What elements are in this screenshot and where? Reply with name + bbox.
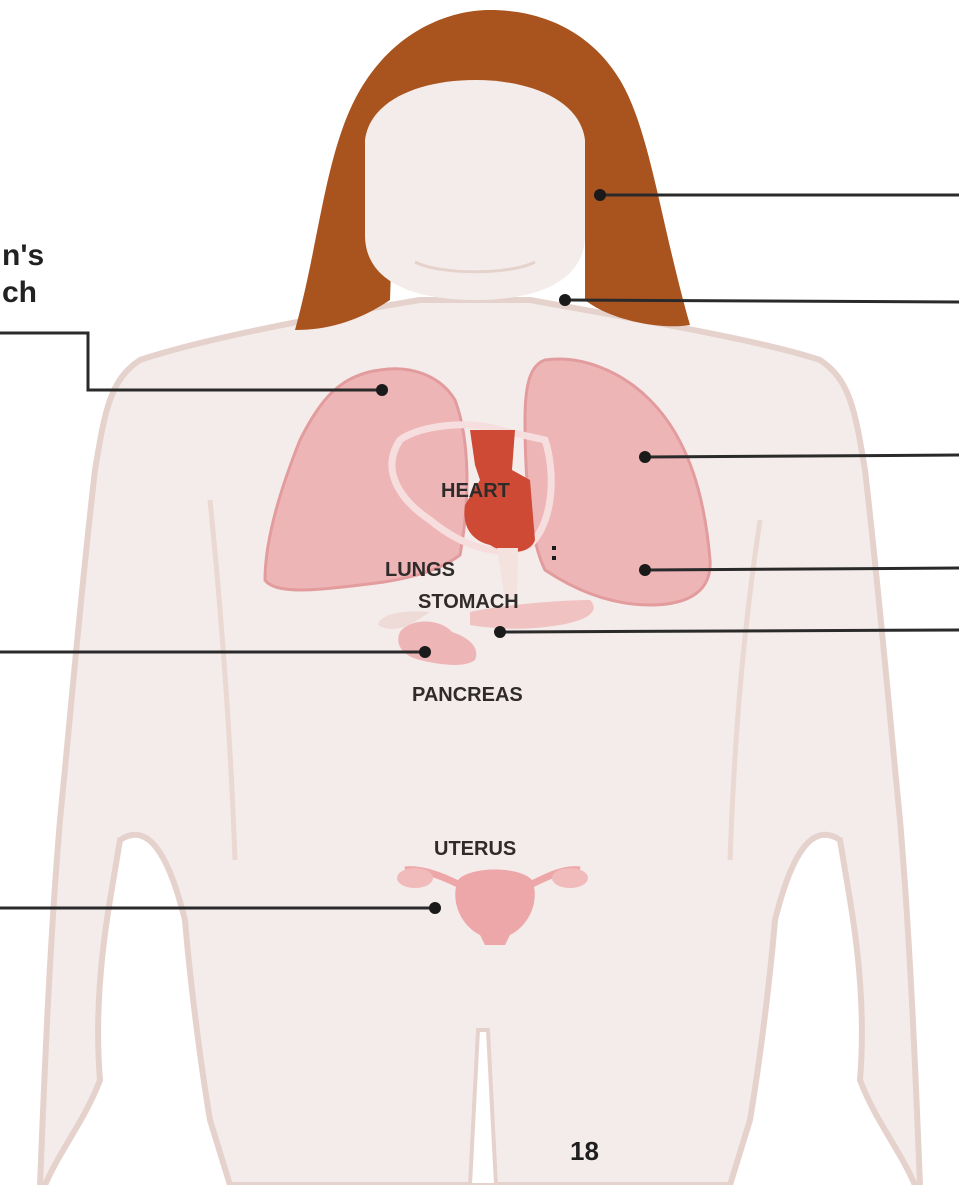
left-ovary — [397, 868, 433, 888]
leader-pancreas-dot — [419, 646, 431, 658]
leader-left-lung-dot — [376, 384, 388, 396]
leader-lung-lower-dot — [639, 564, 651, 576]
leader-uterus-dot — [429, 902, 441, 914]
pancreas-label: PANCREAS — [412, 684, 523, 706]
leader-stomach — [500, 630, 959, 632]
face — [365, 80, 585, 300]
stomach-label: STOMACH — [418, 591, 519, 613]
leader-right-lung — [645, 455, 959, 457]
heart-label: HEART — [441, 480, 510, 502]
esophagus-tick-top — [552, 546, 556, 550]
leader-face-dot — [594, 189, 606, 201]
page-number: 18 — [570, 1136, 599, 1166]
uterus-label: UTERUS — [434, 838, 516, 860]
leader-neck-dot — [559, 294, 571, 306]
left-label-line1: n's — [2, 239, 44, 272]
lungs-label: LUNGS — [385, 559, 455, 581]
leader-stomach-dot — [494, 626, 506, 638]
right-ovary — [552, 868, 588, 888]
esophagus-tick-bottom — [552, 556, 556, 560]
left-label-line2: ch — [2, 276, 37, 309]
leader-neck — [565, 300, 959, 302]
leader-right-lung-dot — [639, 451, 651, 463]
leader-lung-lower — [645, 568, 959, 570]
